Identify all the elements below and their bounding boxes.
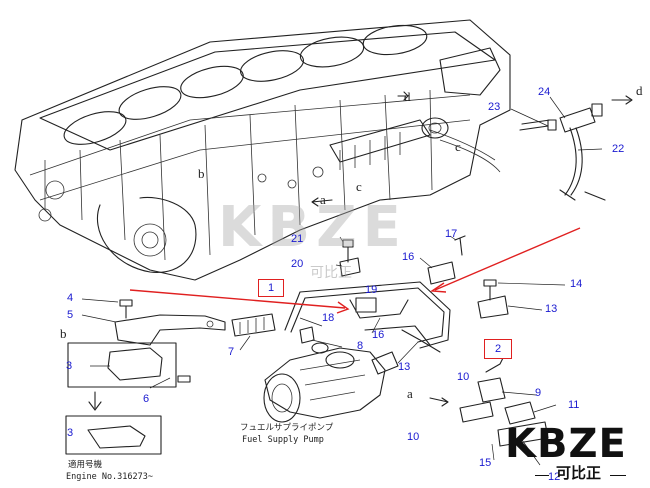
applicable-label-jp: 適用号機: [68, 460, 103, 470]
view-letter-c2: c: [455, 139, 461, 154]
callout-10a: 10: [457, 371, 470, 383]
highlight-box-2: 2: [484, 339, 512, 359]
callout-10b: 10: [407, 431, 420, 443]
view-letter-b1: b: [198, 166, 205, 181]
view-letter-d1: d: [404, 89, 411, 104]
callout-8: 8: [357, 340, 364, 352]
callout-5: 5: [67, 309, 74, 321]
callout-3b: 3: [67, 427, 74, 439]
callout-13b: 13: [545, 303, 558, 315]
callout-9: 9: [535, 387, 542, 399]
watermark-subtitle: 可比正: [310, 265, 352, 281]
engine-block: [14, 19, 511, 281]
clip-17-16: [427, 235, 466, 285]
view-letter-a1: a: [320, 192, 326, 207]
bracket-5-bolt-4: [114, 299, 226, 346]
callout-15: 15: [479, 457, 492, 469]
bolt-21-clip-20: [339, 239, 361, 277]
callout-4: 4: [67, 292, 74, 304]
fuel-tube-assembly: [284, 281, 451, 353]
view-letter-d2: d: [636, 83, 643, 98]
callout-21: 21: [291, 233, 304, 245]
callout-22: 22: [612, 143, 625, 155]
view-letter-b2: b: [60, 326, 67, 341]
callout-23: 23: [488, 101, 501, 113]
highlight-box-1: 1: [258, 279, 284, 297]
callout-7: 7: [228, 346, 235, 358]
callout-11: 11: [568, 399, 580, 411]
callout-13a: 13: [398, 361, 411, 373]
engine-number-label: Engine No.316273~: [66, 472, 153, 482]
detail-b: [65, 342, 191, 455]
view-arrows: [311, 91, 449, 407]
callout-19: 19: [365, 284, 378, 296]
watermark-brand: KBZE: [218, 195, 407, 260]
fuel-pump-label-jp: フュエルサプライポンプ: [240, 423, 334, 433]
clip-7: [231, 313, 315, 344]
bolt-14-clip-13: [477, 279, 509, 319]
logo-dash-right: [610, 475, 626, 477]
callout-24: 24: [538, 86, 551, 98]
callout-16a: 16: [402, 251, 415, 263]
view-letter-a2: a: [407, 386, 413, 401]
callout-3a: 3: [66, 360, 73, 372]
callout-14: 14: [570, 278, 583, 290]
fuel-supply-pump: [263, 342, 399, 423]
callout-17: 17: [445, 228, 458, 240]
red-arrows: [129, 227, 581, 314]
callout-12: 12: [548, 471, 561, 483]
fuel-pump-label-en: Fuel Supply Pump: [242, 435, 324, 445]
leader-lines: [81, 96, 603, 466]
callout-20: 20: [291, 258, 304, 270]
tube-assembly-22: [519, 95, 633, 201]
callout-6: 6: [143, 393, 150, 405]
callout-18: 18: [322, 312, 335, 324]
callout-16b: 16: [372, 329, 385, 341]
kbze-logo-subtitle: 可比正: [556, 464, 602, 482]
view-letter-c1: c: [356, 179, 362, 194]
kbze-logo: KBZE: [505, 421, 627, 467]
logo-dash-left: [535, 475, 549, 477]
